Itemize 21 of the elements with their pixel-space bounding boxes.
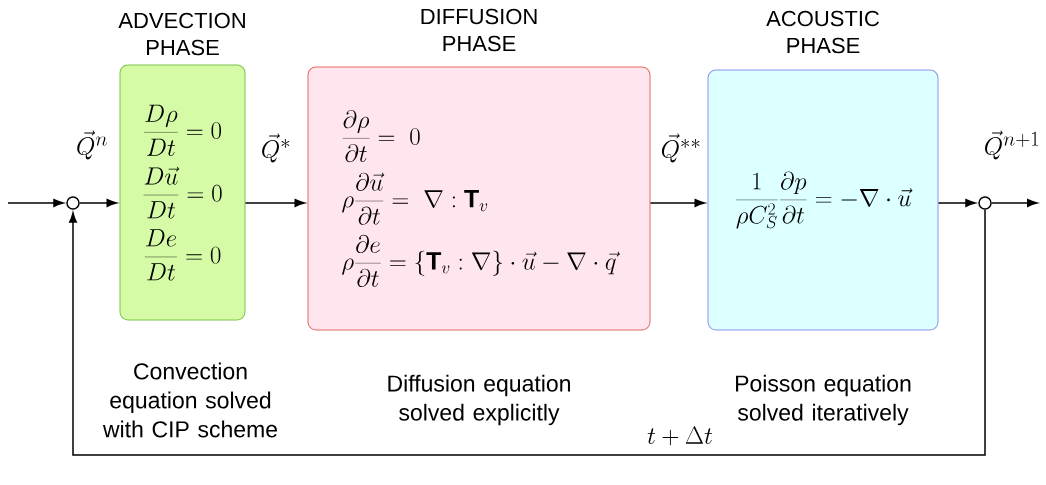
arrow [244,199,305,207]
arrow [937,199,976,207]
edge-label: $\vec{Q}^{n+1}$ [985,130,1039,160]
phase-heading: ACOUSTIC PHASE [766,10,879,54]
process-box: $\frac{\partial\rho}{\partial t}=\;0$ $\rho\frac{\partial\vec{u}}{\partial t}=\;\nabla:\mathbf{T}_{v}$ $\rho\frac{\partial e}{\partial t}=\left\{\mathbf{T}_{v}:\nabla\right\}\cdot\vec{u}-\nabla\cdot\vec{q}$ [307,66,651,331]
arrow [79,199,117,207]
edge-label: $\vec{Q}^{*}$ [262,133,290,163]
phase-heading: ADVECTION PHASE [118,12,245,56]
arrow [649,199,705,207]
phase-heading: DIFFUSION PHASE [421,8,537,52]
arrow [991,199,1038,207]
edge-label: $\vec{Q}^{**}$ [661,133,700,163]
arrow [7,199,64,207]
process-box: $\frac{1}{\rho C_{S}^{2}}\frac{\partial p}{\partial t}=-\nabla\cdot\vec{u}$ [707,69,939,331]
caption-text: Diffusion equation solved explicitly [388,374,570,426]
arrow [69,209,986,456]
caption-text: Poisson equation solved iteratively [736,374,911,426]
edge-label: $\vec{Q}^{n}$ [77,130,107,160]
edge-label: $t+\Delta t$ [647,426,713,446]
caption-text: Convection equation solved with CIP scheme [102,362,277,438]
process-box: $\frac{D\rho}{Dt}=0$ $\frac{D\vec{u}}{Dt}=0$ $\frac{De}{Dt}=0$ [119,64,246,321]
